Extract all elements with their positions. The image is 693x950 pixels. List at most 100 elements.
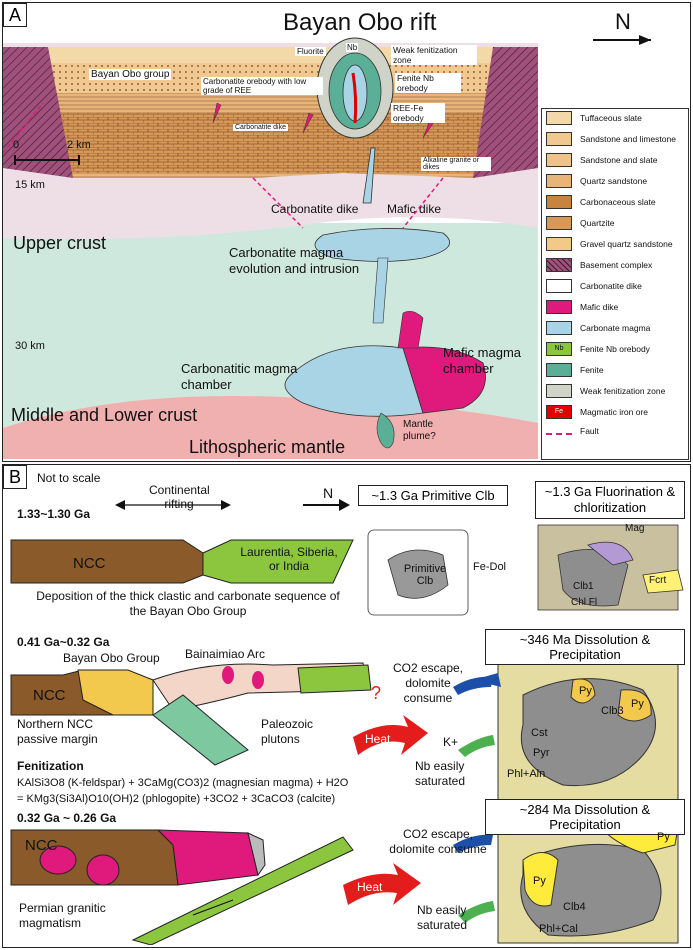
legend-swatch	[546, 195, 572, 209]
clb3-label: Clb3	[601, 705, 624, 717]
mantle-plume-label: Mantle plume?	[403, 419, 436, 442]
panel-b: B Not to scale 1.33~1.30 Ga Continental …	[2, 464, 691, 948]
legend-swatch	[546, 132, 572, 146]
legend-item: Mafic dike	[546, 300, 618, 314]
legend-label: Basement complex	[580, 260, 653, 270]
legend-label: Mafic dike	[580, 302, 619, 312]
equation-line-2: = KMg3(Si3Al)O10(OH)2 (phlogopite) +3CO2…	[17, 793, 336, 805]
mafic-dike-label: Mafic dike	[387, 202, 442, 216]
legend-label: Sandstone and slate	[580, 155, 658, 165]
co2-escape-label-2: CO2 escape, dolomite consume	[389, 827, 487, 856]
legend-swatch-fault	[546, 433, 572, 435]
nb-label: Nb	[346, 43, 359, 52]
fcrt-label: Fcrt	[649, 575, 667, 586]
middle-lower-crust-label: Middle and Lower crust	[11, 405, 198, 425]
permian-label: Permian granitic magmatism	[19, 901, 106, 930]
py-label: Py	[579, 685, 592, 697]
legend-label: Carbonaceous slate	[580, 197, 656, 207]
fenite-nb-orebody-label: Fenite Nb orebody	[395, 73, 461, 93]
north-arrow-icon	[593, 35, 651, 45]
scale-bar-icon	[14, 155, 80, 165]
diss284-title: ~284 Ma Dissolution & Precipitation	[485, 799, 685, 835]
alkaline-granite-label: Alkaline granite or dikes	[421, 157, 491, 171]
depth-15-label: 15 km	[15, 179, 45, 191]
ree-fe-orebody-label: REE-Fe orebody	[391, 103, 445, 123]
lithospheric-mantle-label: Lithospheric mantle	[189, 437, 346, 457]
laurentia-label: Laurentia, Siberia, or India	[240, 545, 338, 573]
fluorination-sketch	[537, 524, 684, 611]
nb-saturated-label: Nb easily saturated	[415, 759, 466, 788]
legend-item: Fenite	[546, 363, 604, 377]
py2-label: Py	[631, 698, 644, 710]
legend-item: Quartz sandstone	[546, 174, 647, 188]
stage2-age: 0.41 Ga~0.32 Ga	[17, 635, 110, 649]
continental-rifting-label: Continental rifting	[149, 483, 210, 511]
primitive-clb-title: ~1.3 Ga Primitive Clb	[358, 485, 508, 506]
legend-label: Weak fenitization zone	[580, 386, 666, 396]
diss346-title: ~346 Ma Dissolution & Precipitation	[485, 629, 685, 665]
legend-label: Sandstone and limestone	[580, 134, 676, 144]
legend-label: Quartzite	[580, 218, 615, 228]
carbonatite-dike-small-label: Carbonatite dike	[233, 124, 288, 131]
legend-list: Tuffaceous slate Sandstone and limestone…	[546, 111, 686, 456]
scale-start: 0	[13, 139, 20, 151]
legend-item: Weak fenitization zone	[546, 384, 665, 398]
equation-line-1: KAlSi3O8 (K-feldspar) + 3CaMg(CO3)2 (mag…	[17, 777, 349, 789]
fluorination-title: ~1.3 Ga Fluorination & chloritization	[535, 481, 685, 519]
legend-swatch	[546, 237, 572, 251]
legend-item: Carbonatite dike	[546, 279, 642, 293]
panel-a: Tuffaceous slate Sandstone and limestone…	[2, 2, 691, 462]
upper-crust-label: Upper crust	[13, 233, 107, 253]
legend-item: Carbonaceous slate	[546, 195, 656, 209]
legend-swatch	[546, 153, 572, 167]
nb-saturated-label-2: Nb easily saturated	[417, 903, 468, 932]
k-plus-label: K+	[443, 735, 459, 749]
legend-swatch	[546, 174, 572, 188]
bainaimiao-arc-label: Bainaimiao Arc	[185, 647, 266, 661]
legend-item: Sandstone and slate	[546, 153, 658, 167]
py4-label: Py	[657, 831, 670, 843]
ncc-stage2: NCC	[33, 687, 66, 704]
phl-aln-label: Phl+Aln	[507, 768, 546, 780]
legend-item: Quartzite	[546, 216, 615, 230]
legend-label: Carbonate magma	[580, 323, 651, 333]
question-mark: ?	[371, 683, 382, 703]
weak-fenitization-label: Weak fenitization zone	[391, 45, 477, 65]
legend-label: Magmatic iron ore	[580, 407, 649, 417]
depth-30-label: 30 km	[15, 340, 45, 352]
panel-b-diagrams	[10, 499, 684, 945]
legend-label: Gravel quartz sandstone	[580, 239, 673, 249]
ncc-stage1: NCC	[73, 555, 106, 572]
panel-a-letter: A	[3, 3, 27, 27]
not-to-scale-label: Not to scale	[37, 471, 101, 485]
legend-item: Tuffaceous slate	[546, 111, 642, 125]
paleozoic-plutons-label: Paleozoic plutons	[261, 717, 314, 746]
legend-swatch	[546, 300, 572, 314]
northern-margin-label: Northern NCC passive margin	[17, 717, 98, 746]
bayan-obo-group-label: Bayan Obo group	[89, 69, 172, 80]
stage3-age: 0.32 Ga ~ 0.26 Ga	[17, 811, 117, 825]
legend-label: Carbonatite dike	[580, 281, 642, 291]
legend-swatch	[546, 279, 572, 293]
co2-escape-label: CO2 escape, dolomite consume	[392, 661, 464, 705]
clb4-label: Clb4	[563, 901, 586, 913]
legend-label: Quartz sandstone	[580, 176, 648, 186]
mag-label: Mag	[625, 523, 645, 534]
panel-b-letter: B	[3, 465, 27, 489]
scale-end: 2 km	[67, 139, 91, 151]
pyr-label: Pyr	[533, 747, 550, 759]
clb1-label: Clb1	[573, 581, 594, 592]
deposition-label: Deposition of the thick clastic and carb…	[36, 589, 340, 618]
legend-swatch	[546, 321, 572, 335]
carbonatite-dike-label: Carbonatite dike	[271, 202, 359, 216]
legend-item: Carbonate magma	[546, 321, 650, 335]
legend-swatch	[546, 258, 572, 272]
legend-label: Fault	[580, 426, 599, 436]
legend-swatch	[546, 363, 572, 377]
bayan-obo-group-b: Bayan Obo Group	[63, 651, 160, 665]
heat-label-2: Heat	[357, 880, 383, 894]
legend-label: Tuffaceous slate	[580, 113, 642, 123]
fenitization-heading: Fenitization	[17, 759, 84, 773]
